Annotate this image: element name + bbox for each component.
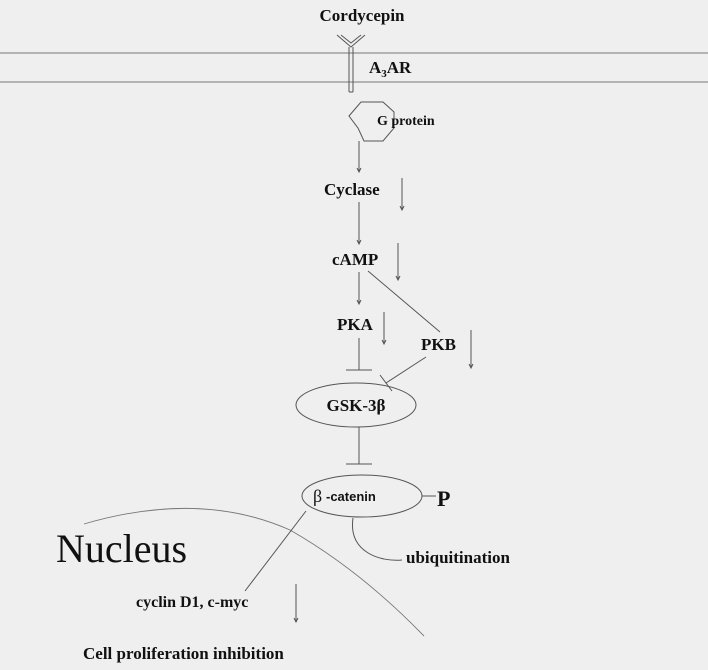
nucleus-membrane	[83, 507, 425, 637]
catenin-label: -catenin	[326, 489, 376, 504]
cyclase-label: Cyclase	[324, 180, 380, 199]
pka-label: PKA	[337, 315, 374, 334]
outcome-label: Cell proliferation inhibition	[83, 644, 284, 663]
camp-label: cAMP	[332, 250, 378, 269]
receptor-icon	[336, 34, 366, 93]
cyclase-down-arrow-icon	[399, 178, 405, 212]
beta-symbol: β	[313, 486, 322, 506]
arrow-camp-pkb	[367, 270, 441, 333]
g-protein-label: G protein	[377, 114, 435, 129]
phospho-label: P	[437, 486, 450, 511]
receptor-label: A3AR	[369, 58, 412, 80]
ubiquitination-label: ubiquitination	[406, 548, 510, 567]
pka-down-arrow-icon	[381, 312, 387, 346]
pkb-label: PKB	[421, 335, 456, 354]
gsk-label: GSK-3β	[326, 396, 385, 415]
g-protein-shape	[348, 101, 395, 142]
arrow-betacatenin-cyclin	[244, 510, 307, 592]
inhibit-pkb-gsk	[385, 356, 427, 384]
title-cordycepin: Cordycepin	[320, 6, 406, 25]
arrow-ubiquitination	[352, 517, 403, 561]
pkb-down-arrow-icon	[468, 330, 474, 370]
gsk-ellipse	[295, 382, 417, 428]
cyclin-down-arrow-icon	[293, 584, 299, 624]
cyclin-label: cyclin D1, c-myc	[136, 594, 248, 611]
camp-down-arrow-icon	[395, 243, 401, 282]
nucleus-label: Nucleus	[56, 526, 187, 571]
